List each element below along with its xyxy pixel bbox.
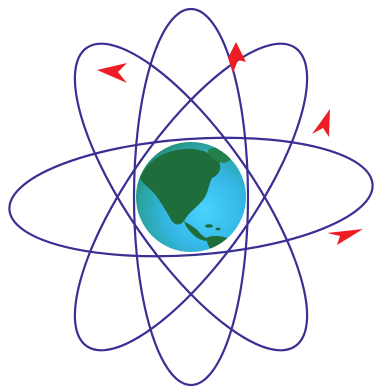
- caribbean-island: [205, 224, 213, 228]
- arrow-right-upper-orbit: [312, 109, 330, 137]
- arrow-vertical-orbit: [228, 42, 246, 73]
- caribbean-island: [216, 228, 221, 231]
- arrow-upper-left-orbit: [97, 63, 127, 83]
- arrow-right-lower-orbit: [327, 229, 363, 245]
- globe: [136, 142, 246, 258]
